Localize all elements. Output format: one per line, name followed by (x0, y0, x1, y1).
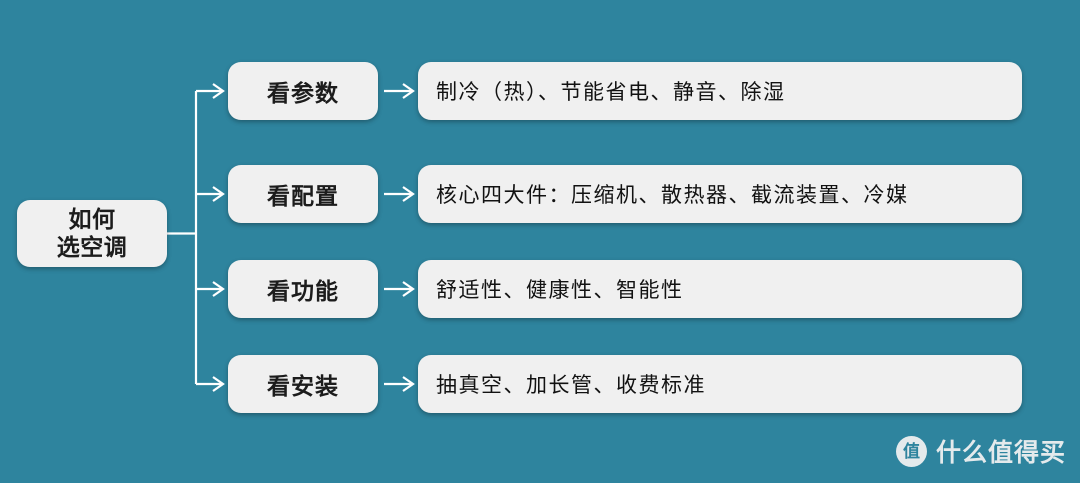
smzdm-logo-icon: 值 (895, 435, 927, 467)
watermark-text: 什么值得买 (935, 439, 1066, 467)
branch-node-2[interactable]: 看功能 (228, 260, 378, 318)
detail-arrowhead-2 (402, 281, 415, 297)
root-node[interactable]: 如何 选空调 (17, 200, 167, 267)
branch-arrowhead-2 (212, 281, 225, 297)
branch-node-label-0: 看参数 (267, 80, 339, 106)
root-node-label: 如何 选空调 (57, 206, 128, 260)
detail-node-label-2: 舒适性、健康性、智能性 (436, 278, 684, 302)
branch-node-3[interactable]: 看安装 (228, 355, 378, 413)
branch-arrowhead-3 (212, 376, 225, 392)
branch-node-1[interactable]: 看配置 (228, 165, 378, 223)
watermark: 值 什么值得买 (895, 433, 1066, 469)
branch-node-label-1: 看配置 (267, 183, 339, 209)
detail-node-label-1: 核心四大件：压缩机、散热器、截流装置、冷媒 (436, 183, 909, 207)
branch-arrowhead-1 (212, 186, 225, 202)
root-node-label-line2: 选空调 (56, 233, 128, 260)
detail-node-label-3: 抽真空、加长管、收费标准 (436, 373, 706, 397)
detail-node-1[interactable]: 核心四大件：压缩机、散热器、截流装置、冷媒 (418, 165, 1022, 223)
branch-node-label-3: 看安装 (267, 373, 339, 399)
detail-node-0[interactable]: 制冷（热）、节能省电、静音、除湿 (418, 62, 1022, 120)
detail-node-3[interactable]: 抽真空、加长管、收费标准 (418, 355, 1022, 413)
detail-arrowhead-3 (402, 376, 415, 392)
root-node-label-line1: 如何 (68, 206, 116, 233)
detail-arrowhead-0 (402, 83, 415, 99)
detail-node-label-0: 制冷（热）、节能省电、静音、除湿 (436, 80, 786, 104)
detail-arrowhead-1 (402, 186, 415, 202)
branch-node-0[interactable]: 看参数 (228, 62, 378, 120)
detail-node-2[interactable]: 舒适性、健康性、智能性 (418, 260, 1022, 318)
branch-arrowhead-0 (212, 83, 225, 99)
branch-node-label-2: 看功能 (267, 278, 339, 304)
